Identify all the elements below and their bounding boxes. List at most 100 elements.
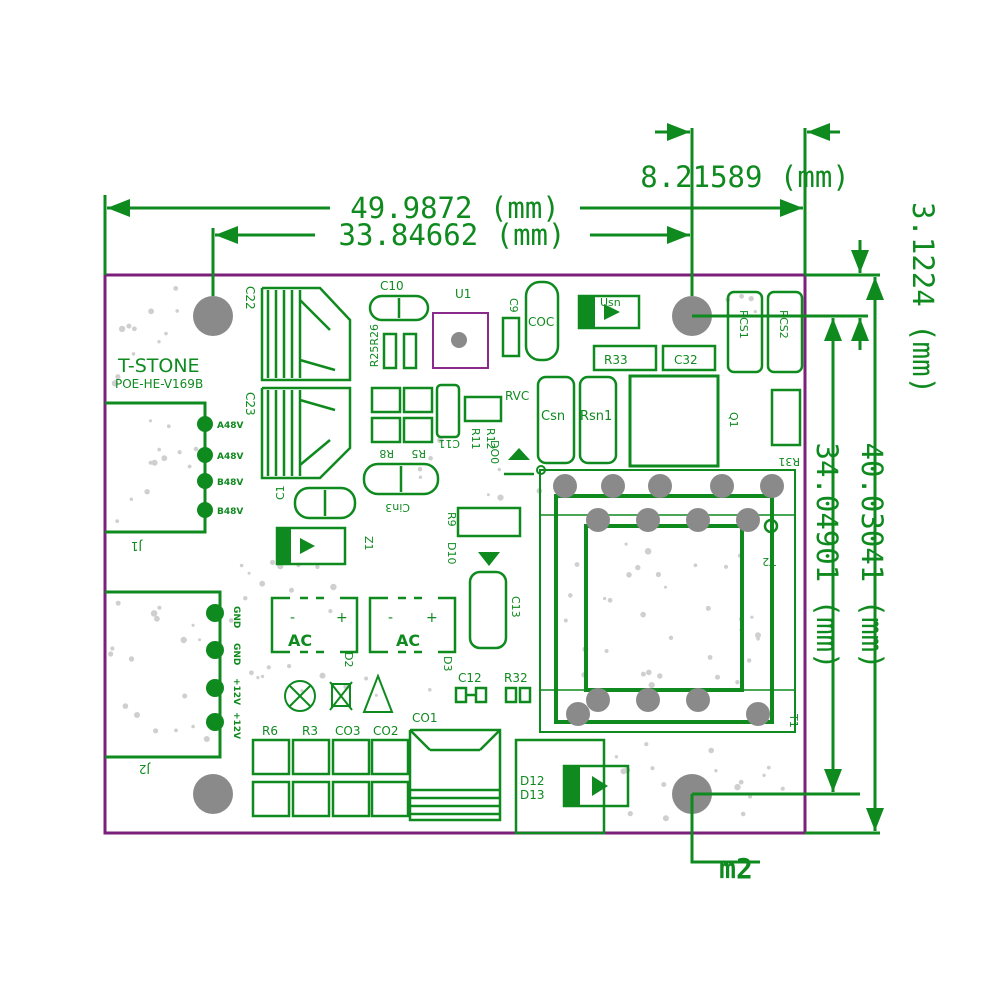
resistor-r11-r12 <box>463 395 503 423</box>
transistor-q1 <box>628 374 720 468</box>
capacitor-c32 <box>661 344 717 372</box>
refdes-d13: D13 <box>520 788 545 802</box>
via-dot <box>191 623 195 627</box>
via-dot <box>266 665 271 670</box>
ic-u1-pad <box>451 332 467 348</box>
via-dot <box>486 493 490 497</box>
via-dot <box>300 689 304 693</box>
via-dot <box>157 340 161 344</box>
via-dot <box>734 783 741 791</box>
via-dot <box>568 593 573 598</box>
via-dot <box>748 296 754 302</box>
refdes-rcs2: RCS2 <box>777 310 790 339</box>
via-dot <box>150 610 158 617</box>
via-dot <box>187 464 192 469</box>
via-dot <box>766 765 771 770</box>
via-dot <box>646 669 652 676</box>
refdes-t1: T1 <box>787 713 800 728</box>
via-dot <box>115 519 120 523</box>
via-dot <box>243 596 248 601</box>
resistor-r25r26 <box>382 332 418 370</box>
via-dot <box>705 605 711 611</box>
via-dot <box>707 655 713 660</box>
via-dot <box>693 563 698 568</box>
via-dot <box>157 605 162 610</box>
capacitor-c10 <box>368 294 430 322</box>
refdes-r33: R33 <box>604 353 628 367</box>
ic-u1 <box>432 312 489 369</box>
j2-pin-3: +12V <box>231 678 241 705</box>
via-dot <box>247 571 251 575</box>
via-dot <box>664 585 667 589</box>
via-dot <box>418 475 423 479</box>
capacitor-c1 <box>293 486 357 520</box>
j1-pin-1: A48V <box>217 421 243 431</box>
resistor-r8-r5 <box>370 386 434 444</box>
refdes-rvc: RVC <box>505 389 529 403</box>
refdes-j1: J1 <box>131 539 143 553</box>
resistor-r31 <box>770 388 802 447</box>
transformer-pins <box>553 474 784 726</box>
via-dot <box>144 489 150 495</box>
refdes-r12: R12 <box>484 428 497 450</box>
via-dot <box>497 467 501 472</box>
bridge-d2 <box>270 596 359 654</box>
via-dot <box>437 437 444 444</box>
refdes-q1: Q1 <box>727 412 740 428</box>
via-dot <box>714 769 718 773</box>
capacitor-c11 <box>435 383 461 439</box>
dimension-right-offset: 8.21589 (mm) <box>640 160 850 194</box>
via-dot <box>648 682 655 689</box>
capacitor-cin3 <box>362 462 440 496</box>
via-dot <box>723 564 729 569</box>
via-dot <box>657 673 663 679</box>
via-dot <box>650 766 655 771</box>
via-dot <box>328 609 333 614</box>
brand-label: T-STONE <box>117 355 200 377</box>
via-dot <box>662 815 669 822</box>
via-dot <box>239 563 244 568</box>
refdes-c9: C9 <box>507 298 520 313</box>
capacitor-co1 <box>408 728 502 822</box>
refdes-j2: J2 <box>139 762 151 776</box>
via-dot <box>762 773 766 777</box>
dimension-lines <box>103 128 880 864</box>
via-dot <box>315 564 320 570</box>
via-dot <box>756 637 760 641</box>
resistor-r32 <box>504 686 532 704</box>
via-dot <box>497 494 504 501</box>
refdes-rcs1: RCS1 <box>737 310 750 339</box>
via-dot <box>748 794 753 799</box>
j2-pin-1: GND <box>231 606 241 628</box>
via-dot <box>755 632 761 639</box>
capacitor-c22 <box>260 286 352 382</box>
d3-plus: + <box>426 610 438 626</box>
via-dot <box>131 352 136 356</box>
dimension-width-total: 49.9872 (mm) <box>350 191 560 225</box>
refdes-d10: D10 <box>445 542 458 564</box>
via-dot <box>173 286 179 291</box>
resistor-r9 <box>456 506 522 538</box>
dimension-top-offset: 3.1224 (mm) <box>906 202 940 394</box>
via-dot <box>132 326 137 332</box>
via-dot <box>122 703 129 709</box>
refdes-c23: C23 <box>243 392 257 416</box>
via-dot <box>738 779 744 785</box>
via-dot <box>203 736 210 742</box>
refdes-r3: R3 <box>302 724 318 738</box>
refdes-c12: C12 <box>458 671 482 685</box>
refdes-c10: C10 <box>380 279 404 293</box>
via-dot <box>644 548 652 555</box>
board-outline <box>103 273 807 835</box>
via-dot <box>715 674 720 680</box>
via-dot <box>110 646 115 651</box>
d2-minus: - <box>290 610 295 626</box>
via-dot <box>780 786 785 791</box>
j2-pin-2: GND <box>231 643 241 665</box>
via-dot <box>154 615 160 622</box>
mounting-hole-bottom-left <box>193 774 233 814</box>
refdes-r31: R31 <box>778 455 800 468</box>
connector-j1 <box>105 401 207 534</box>
via-dot <box>624 542 628 546</box>
